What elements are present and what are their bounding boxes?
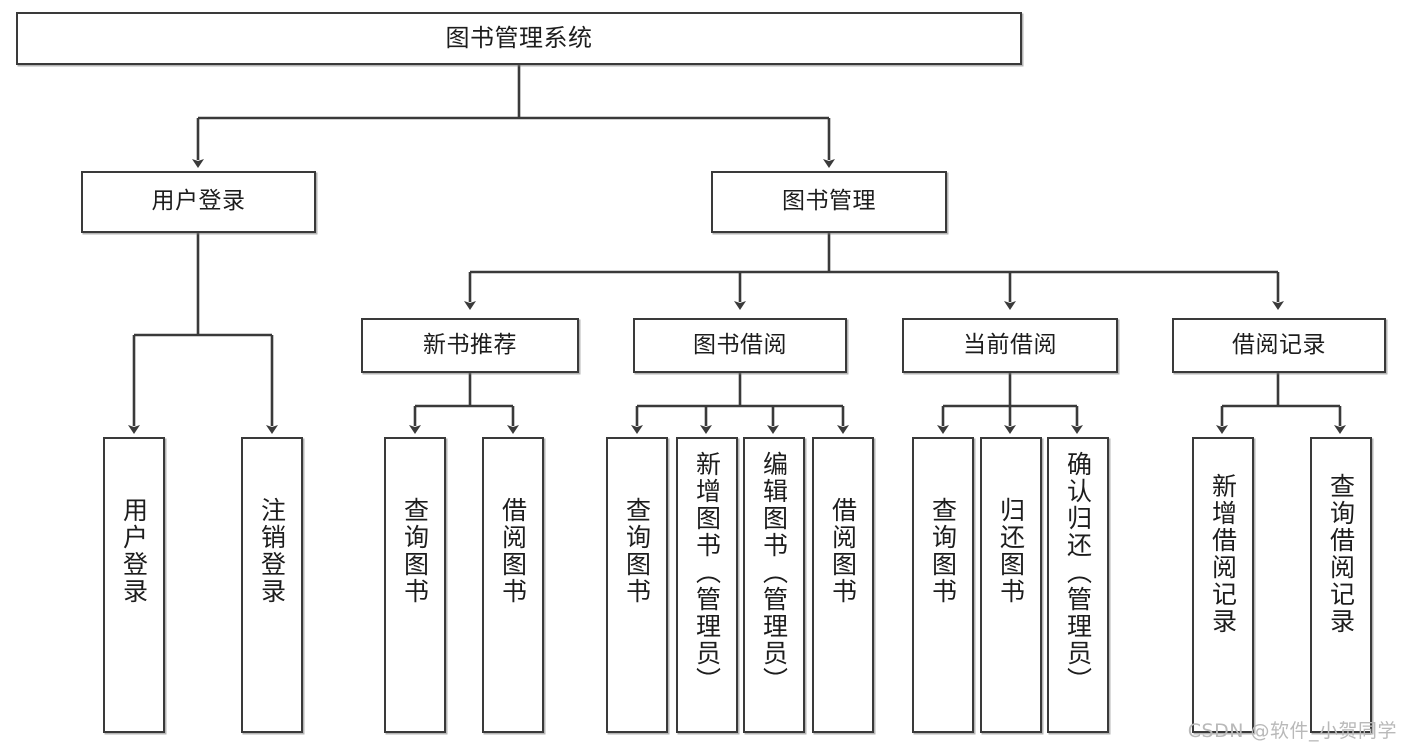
node-borrow-record-label: 借阅记录 bbox=[1232, 331, 1326, 358]
node-user-login-label: 用户登录 bbox=[151, 188, 246, 215]
node-leaf-borrow-book-1-label: 借阅图书 bbox=[498, 497, 528, 605]
node-book-manage-label: 图书管理 bbox=[782, 188, 876, 215]
node-leaf-add-book[interactable]: 新增图书（管理员） bbox=[676, 437, 738, 733]
node-leaf-user-logout[interactable]: 注销登录 bbox=[241, 437, 303, 733]
node-leaf-query-record[interactable]: 查询借阅记录 bbox=[1310, 437, 1372, 733]
node-leaf-query-record-label: 查询借阅记录 bbox=[1326, 473, 1356, 635]
node-leaf-edit-book-label: 编辑图书（管理员） bbox=[759, 451, 789, 694]
node-leaf-return-book-label: 归还图书 bbox=[996, 497, 1026, 605]
node-leaf-edit-book[interactable]: 编辑图书（管理员） bbox=[743, 437, 805, 733]
node-leaf-query-book-3-label: 查询图书 bbox=[928, 497, 958, 605]
node-leaf-borrow-book-2-label: 借阅图书 bbox=[828, 497, 858, 605]
watermark-text: CSDN @软件_小贺同学 bbox=[1187, 720, 1397, 742]
node-leaf-add-book-label: 新增图书（管理员） bbox=[692, 451, 722, 694]
node-book-borrow[interactable]: 图书借阅 bbox=[633, 318, 847, 373]
node-leaf-add-record-label: 新增借阅记录 bbox=[1208, 473, 1238, 635]
node-leaf-query-book-1[interactable]: 查询图书 bbox=[384, 437, 446, 733]
node-current-borrow[interactable]: 当前借阅 bbox=[902, 318, 1118, 373]
node-user-login[interactable]: 用户登录 bbox=[81, 171, 316, 233]
node-borrow-record[interactable]: 借阅记录 bbox=[1172, 318, 1386, 373]
node-book-borrow-label: 图书借阅 bbox=[693, 331, 787, 358]
node-leaf-add-record[interactable]: 新增借阅记录 bbox=[1192, 437, 1254, 733]
node-leaf-query-book-3[interactable]: 查询图书 bbox=[912, 437, 974, 733]
node-leaf-user-login-label: 用户登录 bbox=[119, 497, 149, 605]
node-root[interactable]: 图书管理系统 bbox=[16, 12, 1022, 65]
node-leaf-borrow-book-1[interactable]: 借阅图书 bbox=[482, 437, 544, 733]
node-new-book-recommend[interactable]: 新书推荐 bbox=[361, 318, 579, 373]
node-leaf-query-book-2-label: 查询图书 bbox=[622, 497, 652, 605]
node-leaf-confirm-return-label: 确认归还（管理员） bbox=[1063, 451, 1093, 694]
node-root-label: 图书管理系统 bbox=[445, 24, 593, 53]
node-leaf-query-book-1-label: 查询图书 bbox=[400, 497, 430, 605]
node-leaf-query-book-2[interactable]: 查询图书 bbox=[606, 437, 668, 733]
node-leaf-return-book[interactable]: 归还图书 bbox=[980, 437, 1042, 733]
node-leaf-user-login[interactable]: 用户登录 bbox=[103, 437, 165, 733]
node-new-book-recommend-label: 新书推荐 bbox=[423, 331, 517, 358]
node-current-borrow-label: 当前借阅 bbox=[963, 331, 1057, 358]
node-leaf-confirm-return[interactable]: 确认归还（管理员） bbox=[1047, 437, 1109, 733]
node-leaf-user-logout-label: 注销登录 bbox=[257, 497, 287, 605]
node-leaf-borrow-book-2[interactable]: 借阅图书 bbox=[812, 437, 874, 733]
node-book-manage[interactable]: 图书管理 bbox=[711, 171, 947, 233]
